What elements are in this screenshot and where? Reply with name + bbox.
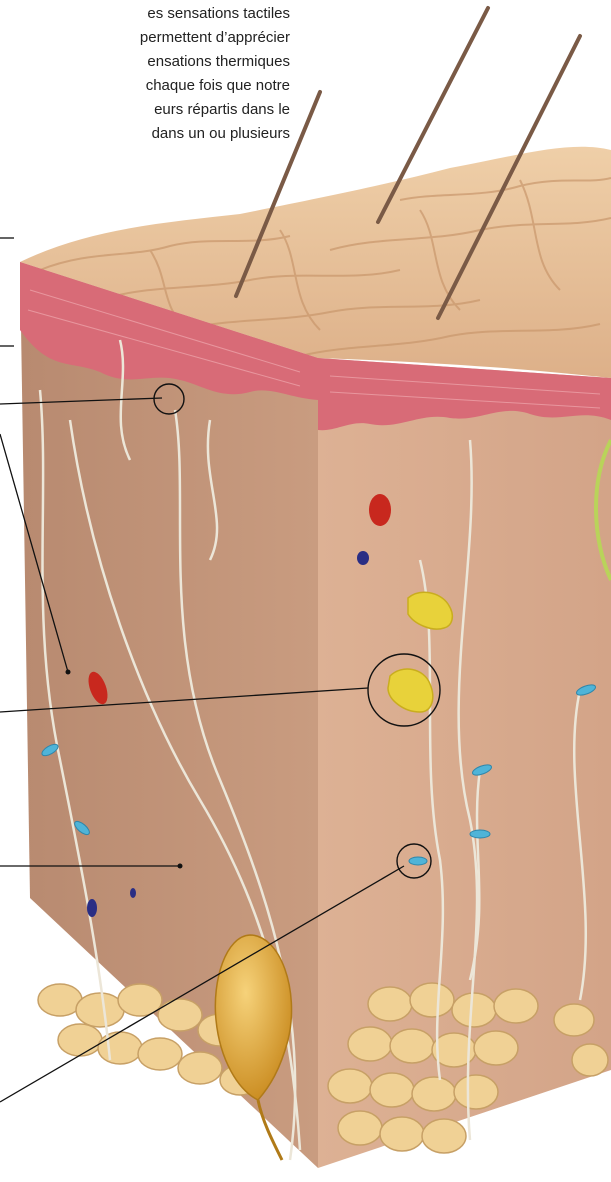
- blue-blood-vessel-left-2: [130, 888, 136, 898]
- blue-blood-vessel-right: [357, 551, 369, 565]
- red-blood-vessel-right: [369, 494, 391, 526]
- blue-blood-vessel-left-1: [87, 899, 97, 917]
